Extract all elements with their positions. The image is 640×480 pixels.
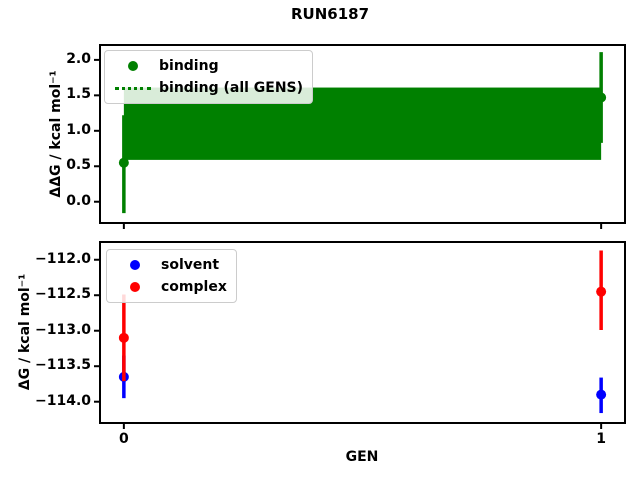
data-point-complex (118, 332, 129, 343)
legend-label: binding (159, 58, 219, 74)
legend-row: binding (all GENS) (113, 77, 303, 99)
axes-spines (99, 44, 626, 224)
data-point-solvent (596, 389, 607, 400)
legend-glyph-cell (113, 86, 153, 90)
legend-glyph-cell (113, 61, 153, 71)
legend-dot-icon (128, 61, 138, 71)
data-point-binding (118, 157, 129, 168)
legend-dotted-line-icon (115, 86, 151, 90)
legend-dot-icon (130, 282, 140, 292)
legend-binding: binding binding (all GENS) (104, 50, 314, 104)
legend-glyph-cell (115, 260, 155, 270)
legend-label: binding (all GENS) (159, 80, 304, 96)
legend-glyph-cell (115, 282, 155, 292)
axes-spines (99, 241, 626, 424)
legend-dot-icon (130, 260, 140, 270)
legend-dg: solvent complex (106, 249, 237, 303)
data-point-complex (596, 286, 607, 297)
legend-label: complex (161, 279, 227, 295)
data-point-binding (596, 92, 607, 103)
legend-row: binding (113, 55, 303, 77)
legend-row: solvent (115, 254, 227, 276)
legend-label: solvent (161, 257, 220, 273)
legend-row: complex (115, 276, 227, 298)
